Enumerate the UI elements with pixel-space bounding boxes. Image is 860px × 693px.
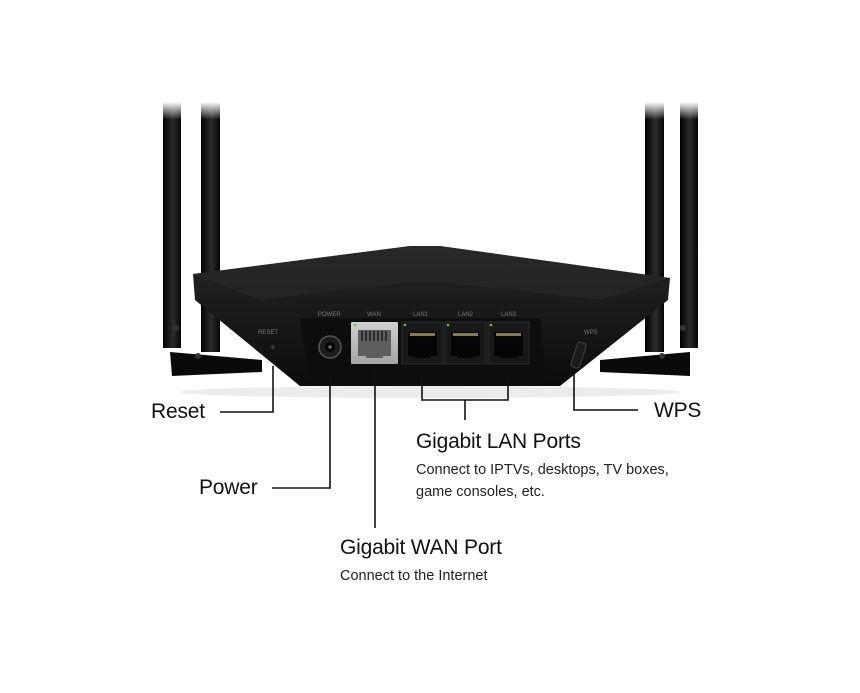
reset-label: Reset — [151, 400, 205, 423]
power-port-label: POWER — [318, 312, 341, 318]
wps-port-label: WPS — [584, 330, 598, 336]
reset-port-label: RESET — [258, 330, 278, 336]
wps-leader-line — [573, 372, 638, 411]
wan-port: WAN — [351, 312, 398, 364]
leader-lines — [220, 366, 638, 528]
reset-hole: RESET — [258, 330, 278, 349]
wan-port-label: WAN — [367, 312, 381, 318]
lan-ports-title: Gigabit LAN Ports — [416, 430, 581, 453]
lan1-port-label: LAN1 — [413, 312, 429, 318]
wps-label: WPS — [654, 399, 702, 422]
lan-ports: LAN1 LAN2 LAN3 — [401, 312, 530, 365]
lan-ports-desc-line2: game consoles, etc. — [416, 484, 545, 500]
wan-port-title: Gigabit WAN Port — [340, 536, 502, 559]
wan-port-desc: Connect to the Internet — [340, 568, 488, 584]
reset-leader-line — [220, 366, 274, 413]
lan2-port — [444, 321, 487, 365]
lan-ports-desc-line1: Connect to IPTVs, desktops, TV boxes, — [416, 462, 669, 478]
lan3-port-label: LAN3 — [501, 312, 517, 318]
power-leader-line — [272, 370, 331, 489]
lan2-port-label: LAN2 — [458, 312, 474, 318]
lan1-port — [401, 321, 444, 365]
power-jack: POWER — [318, 312, 342, 359]
power-label: Power — [199, 476, 258, 499]
lan3-port — [487, 321, 530, 365]
wps-button: WPS — [570, 330, 598, 369]
